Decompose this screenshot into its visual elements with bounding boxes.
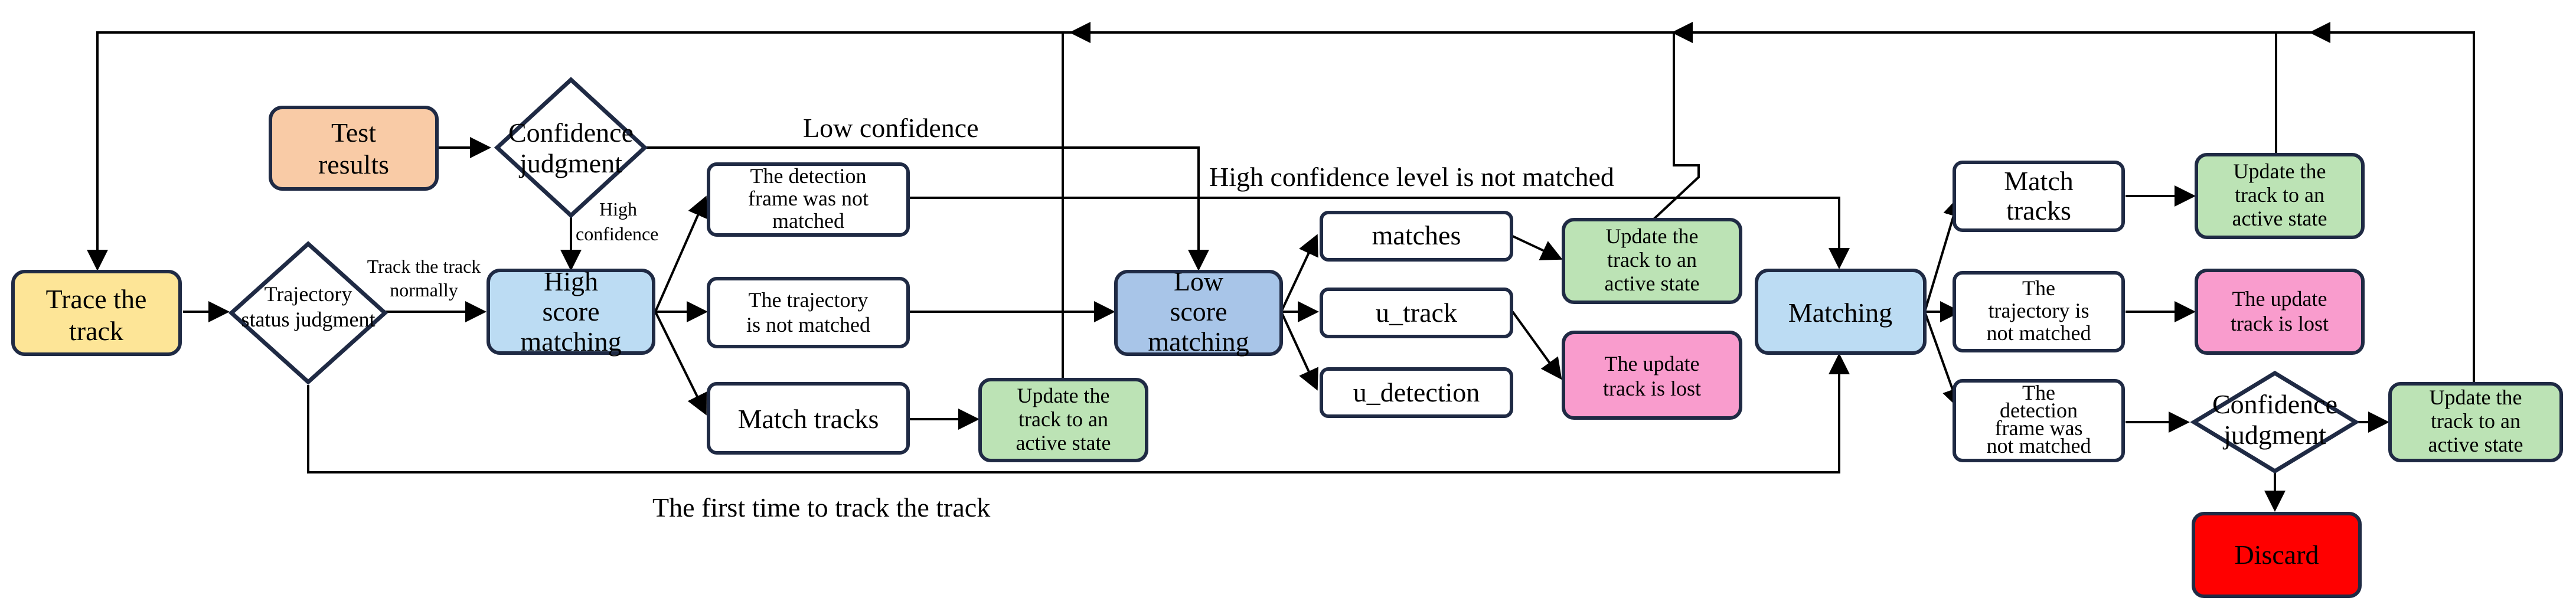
edge-utrack-to-lost1 bbox=[1511, 311, 1562, 380]
node-detection-not-matched-1-line-2: frame was not bbox=[748, 187, 869, 210]
node-trajectory-status-judgment: Trajectory status judgment bbox=[228, 241, 388, 385]
node-detection-not-matched-2: The detection frame was not matched bbox=[1953, 379, 2125, 462]
node-detection-not-matched-2-line-2: detection bbox=[2000, 399, 2078, 422]
node-detection-not-matched-2-line-4: not matched bbox=[1987, 434, 2091, 458]
node-matches: matches bbox=[1320, 211, 1513, 262]
node-matching-line-1: Matching bbox=[1788, 298, 1892, 328]
edge-update2-up bbox=[1652, 32, 1700, 221]
nodes: Trace the track Test results Confidence … bbox=[11, 77, 2563, 598]
node-update-active-2: Update the track to an active state bbox=[1562, 218, 1742, 304]
node-high-score-matching-line-2: score bbox=[542, 296, 599, 326]
node-low-score-matching-line-1: Low bbox=[1174, 266, 1224, 296]
edge-low-to-matches bbox=[1280, 234, 1318, 312]
node-trajectory-status-judgment-line-2: status judgment bbox=[241, 308, 376, 331]
node-update-lost-2-line-2: track is lost bbox=[2231, 312, 2329, 335]
node-u-track-line-1: u_track bbox=[1376, 298, 1457, 328]
node-trace-track-line-2: track bbox=[69, 316, 123, 346]
node-matching: Matching bbox=[1755, 269, 1927, 355]
node-trajectory-status-judgment-line-1: Trajectory bbox=[265, 282, 352, 306]
node-trajectory-not-matched-1-line-2: is not matched bbox=[746, 313, 870, 337]
label-first-time: The first time to track the track bbox=[652, 492, 990, 522]
node-discard-line-1: Discard bbox=[2234, 540, 2319, 570]
edge-high-to-det1 bbox=[654, 195, 708, 312]
node-trajectory-not-matched-2-line-2: trajectory is bbox=[1989, 299, 2089, 322]
node-high-score-matching-line-3: matching bbox=[520, 326, 621, 357]
node-confidence-judgment-2-line-2: judgment bbox=[2222, 420, 2326, 450]
node-confidence-judgment-2-line-1: Confidence bbox=[2212, 389, 2337, 419]
node-detection-not-matched-1-line-3: matched bbox=[772, 209, 844, 233]
node-trajectory-not-matched-2-line-3: not matched bbox=[1987, 321, 2091, 345]
node-match-tracks-1: Match tracks bbox=[707, 382, 910, 455]
node-update-active-4-line-3: active state bbox=[2428, 433, 2523, 456]
node-update-active-4-line-2: track to an bbox=[2431, 409, 2521, 433]
node-match-tracks-1-line-1: Match tracks bbox=[738, 404, 879, 434]
node-test-results: Test results bbox=[269, 106, 439, 191]
node-low-score-matching: Low score matching bbox=[1114, 266, 1283, 357]
node-low-score-matching-line-2: score bbox=[1170, 296, 1227, 326]
node-detection-not-matched-1: The detection frame was not matched bbox=[707, 162, 910, 237]
edge-top-loop-main bbox=[87, 31, 2311, 271]
node-high-score-matching-line-1: High bbox=[544, 266, 598, 296]
node-update-active-1-line-2: track to an bbox=[1018, 407, 1108, 431]
node-u-detection-line-1: u_detection bbox=[1353, 377, 1480, 407]
node-low-score-matching-line-3: matching bbox=[1148, 326, 1249, 357]
label-high-conf-not-matched: High confidence level is not matched bbox=[1209, 162, 1614, 192]
edge-conf-to-low bbox=[644, 146, 1209, 271]
node-update-active-2-line-1: Update the bbox=[1606, 224, 1699, 248]
node-u-detection: u_detection bbox=[1320, 367, 1513, 418]
node-match-tracks-2-line-2: tracks bbox=[2006, 195, 2071, 226]
node-update-lost-1: The update track is lost bbox=[1562, 331, 1742, 420]
edge-low-to-udetection bbox=[1280, 311, 1318, 391]
edge-top-loop-start bbox=[2311, 31, 2475, 388]
node-matches-line-1: matches bbox=[1372, 220, 1461, 250]
node-update-lost-1-line-1: The update bbox=[1605, 352, 1700, 375]
node-update-active-4: Update the track to an active state bbox=[2388, 382, 2563, 462]
node-trajectory-not-matched-2-line-1: The bbox=[2022, 276, 2055, 300]
node-confidence-judgment-1-line-2: judgment bbox=[518, 148, 622, 178]
edge-high-to-match1 bbox=[654, 311, 707, 416]
node-update-active-1-line-3: active state bbox=[1016, 431, 1111, 455]
node-test-results-line-1: Test bbox=[331, 117, 376, 148]
node-test-results-line-2: results bbox=[318, 149, 389, 179]
node-detection-not-matched-2-line-1: The bbox=[2022, 381, 2055, 404]
node-update-active-1-line-1: Update the bbox=[1017, 384, 1110, 407]
node-update-active-3-line-2: track to an bbox=[2235, 183, 2324, 207]
node-update-active-1: Update the track to an active state bbox=[978, 378, 1148, 462]
node-trajectory-not-matched-1: The trajectory is not matched bbox=[707, 277, 910, 348]
node-update-lost-2: The update track is lost bbox=[2195, 269, 2365, 355]
node-trajectory-not-matched-1-line-1: The trajectory bbox=[749, 288, 869, 312]
node-u-track: u_track bbox=[1320, 288, 1513, 338]
label-track-normally-line-2: normally bbox=[390, 279, 458, 301]
node-detection-not-matched-2-line-3: frame was bbox=[1995, 416, 2083, 440]
edge-matches-to-update2 bbox=[1512, 235, 1563, 260]
node-trace-track-line-1: Trace the bbox=[46, 284, 147, 314]
node-trajectory-not-matched-2: The trajectory is not matched bbox=[1953, 271, 2125, 352]
edge-judgment-to-matching bbox=[307, 353, 1850, 473]
node-update-active-3-line-3: active state bbox=[2232, 207, 2327, 230]
node-detection-not-matched-1-line-1: The detection bbox=[750, 164, 867, 188]
node-discard: Discard bbox=[2192, 512, 2362, 598]
edge-det1-to-matching bbox=[909, 197, 1850, 269]
node-confidence-judgment-2: Confidence judgment bbox=[2190, 370, 2360, 474]
node-confidence-judgment-1-line-1: Confidence bbox=[508, 117, 634, 148]
node-update-active-3-line-1: Update the bbox=[2234, 159, 2326, 183]
node-match-tracks-2: Match tracks bbox=[1953, 161, 2125, 232]
connectors bbox=[87, 22, 2475, 512]
node-trace-track: Trace the track bbox=[11, 270, 182, 356]
node-update-active-2-line-3: active state bbox=[1605, 272, 1700, 295]
label-high-confidence-line-2: confidence bbox=[576, 223, 658, 244]
node-update-active-2-line-2: track to an bbox=[1607, 248, 1697, 272]
label-high-confidence-line-1: High bbox=[599, 198, 637, 220]
node-match-tracks-2-line-1: Match bbox=[2004, 166, 2074, 196]
node-update-active-4-line-1: Update the bbox=[2430, 386, 2522, 409]
node-high-score-matching: High score matching bbox=[487, 266, 655, 357]
node-update-active-3: Update the track to an active state bbox=[2195, 153, 2365, 239]
node-update-lost-1-line-2: track is lost bbox=[1603, 377, 1701, 400]
label-low-confidence: Low confidence bbox=[803, 113, 979, 143]
node-update-lost-2-line-1: The update bbox=[2232, 287, 2327, 311]
edge-labels: Low confidence High confidence level is … bbox=[367, 113, 1614, 522]
node-confidence-judgment-1: Confidence judgment bbox=[494, 77, 648, 218]
label-track-normally-line-1: Track the track bbox=[367, 256, 481, 277]
